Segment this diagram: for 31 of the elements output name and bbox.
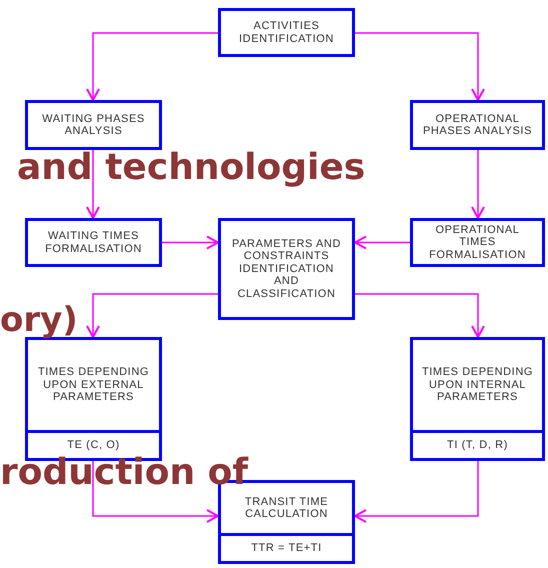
box-label: WAITING PHASES ANALYSIS xyxy=(41,112,146,138)
connector-arrow xyxy=(354,236,410,250)
connector-arrow xyxy=(162,236,219,250)
process-box xyxy=(410,100,545,150)
box-label: WAITING TIMES FORMALISATION xyxy=(44,230,143,255)
process-box xyxy=(218,218,355,320)
box-label: TRANSIT TIME CALCULATION xyxy=(244,496,330,520)
box-label: TIMES DEPENDING UPON INTERNAL PARAMETERS xyxy=(420,366,534,404)
process-box xyxy=(25,218,162,267)
process-box xyxy=(218,8,355,57)
box-label: OPERATIONAL TIMES FORMALISATION xyxy=(428,224,527,262)
connector-arrow xyxy=(471,150,485,219)
connector-arrow xyxy=(86,150,100,219)
process-box xyxy=(410,218,545,267)
formula-text: TTR = TE+TI xyxy=(251,542,322,555)
connector-arrow xyxy=(354,461,479,523)
box-label: ACTIVITIES IDENTIFICATION xyxy=(238,20,335,45)
overlay-text: and technologies xyxy=(17,150,366,186)
connector-arrow xyxy=(92,461,219,523)
formula-text: TI (T, D, R) xyxy=(447,439,508,452)
connector-arrow xyxy=(355,293,485,338)
box-label: PARAMETERS AND CONSTRAINTS IDENTIFICATION AND CLASSIFICATION xyxy=(230,238,342,300)
process-box xyxy=(410,337,545,461)
process-box xyxy=(25,100,162,150)
formula-text: TE (C, O) xyxy=(67,439,120,452)
connector-arrow xyxy=(86,293,218,338)
connector-arrow xyxy=(355,32,485,101)
overlay-text: ory) xyxy=(0,303,78,337)
box-label: OPERATIONAL PHASES ANALYSIS xyxy=(422,112,534,138)
box-label: TIMES DEPENDING UPON EXTERNAL PARAMETERS xyxy=(36,366,150,404)
connector-arrow xyxy=(86,32,218,101)
